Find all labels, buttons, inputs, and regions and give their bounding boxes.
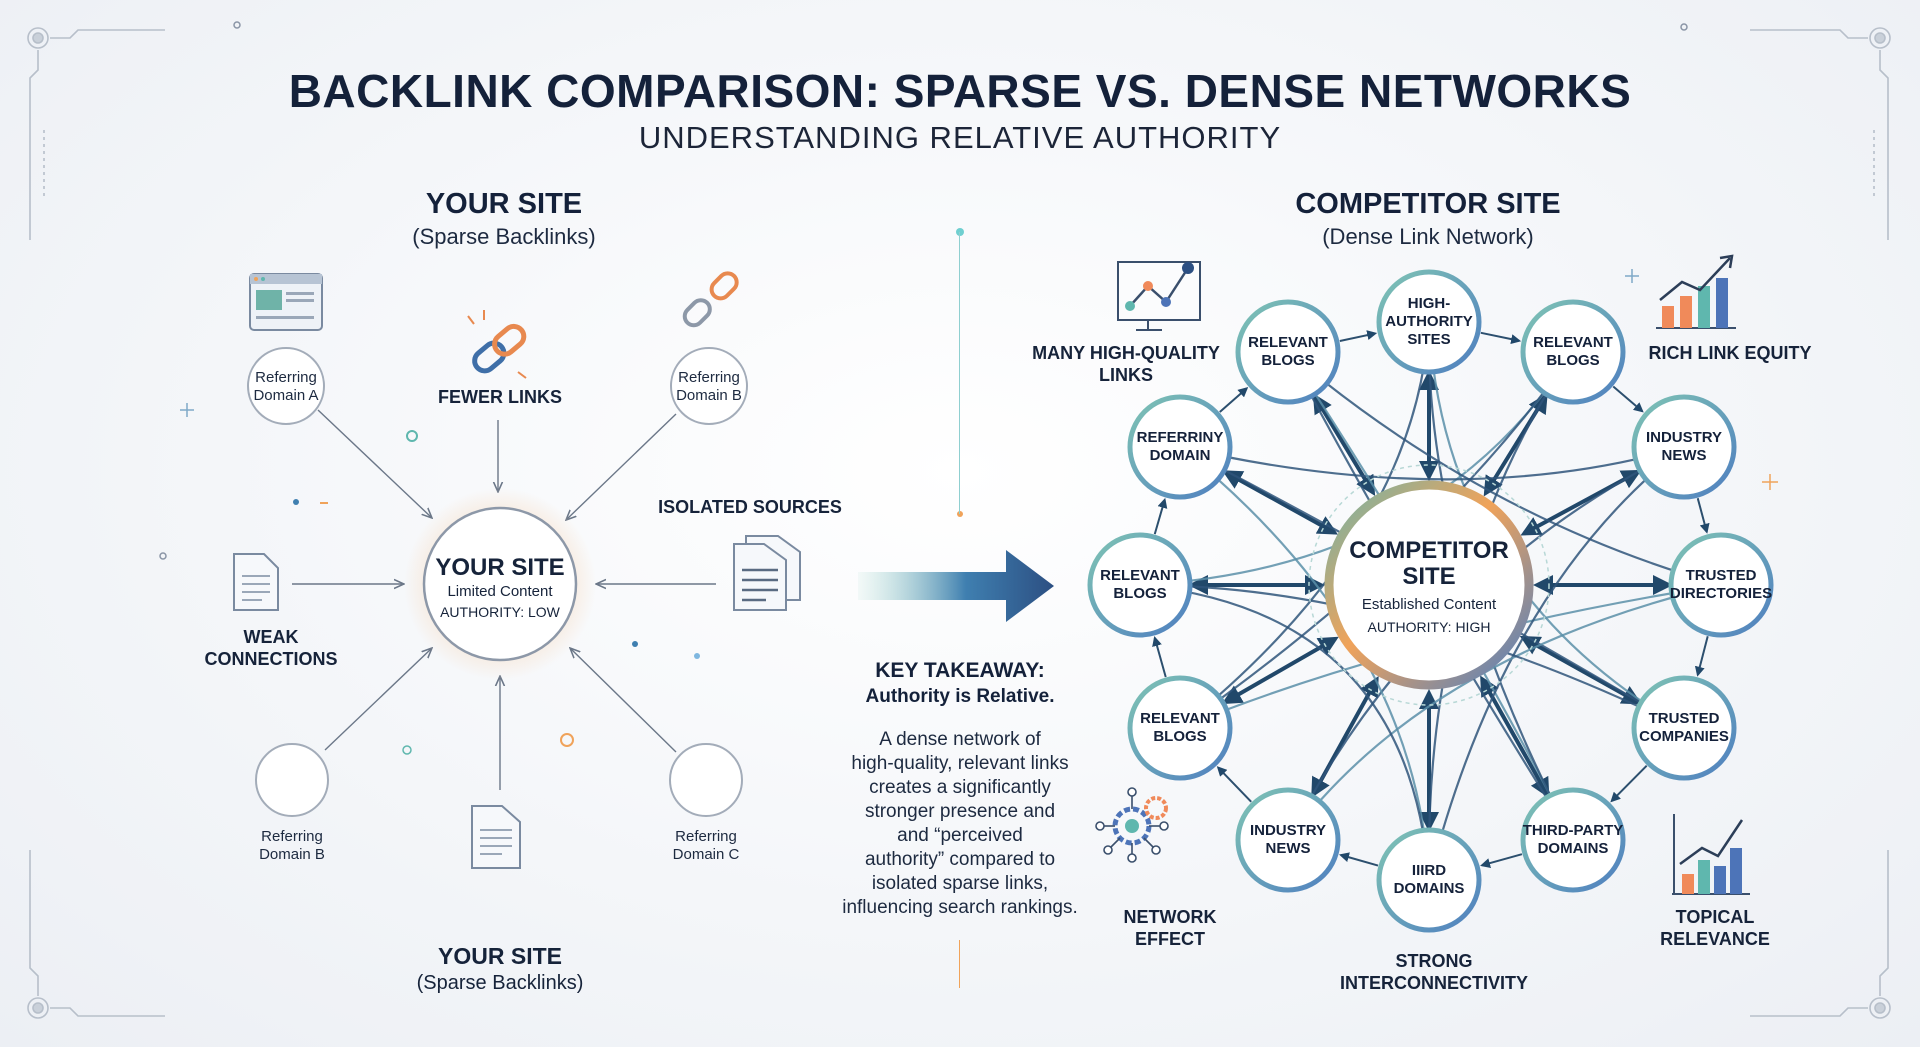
takeaway-line: creates a significantly — [869, 777, 1051, 798]
network-cross-link — [1179, 445, 1685, 481]
network-spoke-link — [1519, 635, 1643, 705]
network-node-n2 — [1520, 299, 1626, 405]
network-node-n6 — [1520, 787, 1626, 893]
domain-a-node — [247, 347, 325, 425]
network-ring-link — [1219, 387, 1249, 413]
network-node-n10 — [1087, 532, 1193, 638]
competitor-site-node — [1324, 480, 1534, 690]
network-spoke-link — [1221, 470, 1339, 535]
document-icon — [233, 553, 279, 611]
left-heading-sub: (Sparse Backlinks) — [412, 224, 596, 249]
network-node-n9 — [1127, 675, 1233, 781]
domain-c-node — [669, 743, 743, 817]
spark-lines — [467, 310, 527, 379]
rich-equity-label: RICH LINK EQUITY — [1648, 343, 1812, 363]
competitor-site-label: COMPETITOR SITE Established Content AUTH… — [1349, 537, 1509, 636]
network-cross-link — [1139, 583, 1431, 881]
right-heading-sub: (Dense Link Network) — [1322, 224, 1534, 249]
your-site-node — [422, 506, 578, 662]
network-cross-link — [1427, 446, 1685, 881]
left-heading: YOUR SITE — [425, 188, 583, 220]
network-ring-link — [1338, 852, 1379, 867]
stacked-documents-icon — [733, 535, 801, 611]
network-cross-link — [1287, 351, 1722, 587]
network-ring-link — [1694, 636, 1709, 677]
domain-b-top-node — [670, 347, 748, 425]
transition-arrow — [858, 550, 1054, 622]
network-node-n5 — [1631, 675, 1737, 781]
broken-link-icon — [682, 271, 739, 328]
line-chart-monitor-icon — [1117, 261, 1201, 331]
network-ring-link — [1153, 497, 1168, 535]
network-cross-link — [1287, 583, 1722, 841]
network-ring-link — [1216, 766, 1252, 803]
browser-window-icon — [249, 273, 323, 331]
takeaway-line: and “perceived — [897, 825, 1023, 846]
page-title: BACKLINK COMPARISON: SPARSE VS. DENSE NE… — [288, 65, 1632, 117]
takeaway-body: A dense network of high-quality, relevant… — [810, 728, 1110, 920]
network-node-n7 — [1376, 827, 1482, 933]
takeaway-line: high-quality, relevant links — [851, 753, 1069, 774]
bar-chart-up-icon — [1656, 254, 1736, 329]
takeaway-line: isolated sparse links, — [871, 873, 1049, 894]
left-footer: YOUR SITE (Sparse Backlinks) — [416, 943, 584, 994]
your-site-label: YOUR SITE Limited Content AUTHORITY: LOW — [435, 554, 565, 620]
takeaway-line: A dense network of — [879, 729, 1041, 750]
sparse-link-lines — [292, 409, 716, 790]
network-ring-link — [1152, 636, 1167, 678]
network-ring-link — [1610, 764, 1648, 803]
domain-b-bottom-node — [255, 743, 329, 817]
right-heading: COMPETITOR SITE — [1295, 188, 1561, 220]
network-ring-link — [1696, 497, 1710, 534]
network-ring-link — [1612, 385, 1644, 413]
network-node-n3 — [1631, 394, 1737, 500]
takeaway-line: authority” compared to — [864, 849, 1056, 870]
bar-chart-up-icon — [1672, 814, 1750, 895]
network-node-n4 — [1668, 532, 1774, 638]
dense-network-graph — [1087, 254, 1774, 933]
network-node-n11 — [1127, 394, 1233, 500]
document-icon — [471, 805, 521, 869]
network-node-n8 — [1235, 787, 1341, 893]
takeaway-line: stronger presence and — [864, 801, 1056, 822]
sparse-network-graph — [233, 232, 960, 988]
chain-link-icon — [472, 323, 527, 374]
network-ring-link — [1480, 331, 1522, 345]
key-takeaway: KEY TAKEAWAY: Authority is Relative. A d… — [810, 658, 1110, 920]
page-subtitle: UNDERSTANDING RELATIVE AUTHORITY — [638, 120, 1282, 155]
network-node-n12 — [1235, 299, 1341, 405]
network-gears-icon — [1095, 787, 1169, 863]
network-ring-link — [1339, 330, 1378, 342]
network-spoke-link — [1221, 636, 1339, 705]
fewer-links-label: FEWER LINKS — [438, 387, 562, 407]
isolated-sources-label: ISOLATED SOURCES — [658, 497, 842, 517]
network-node-n1 — [1376, 269, 1482, 375]
network-ring-link — [1480, 853, 1523, 868]
takeaway-line: influencing search rankings. — [842, 897, 1078, 918]
